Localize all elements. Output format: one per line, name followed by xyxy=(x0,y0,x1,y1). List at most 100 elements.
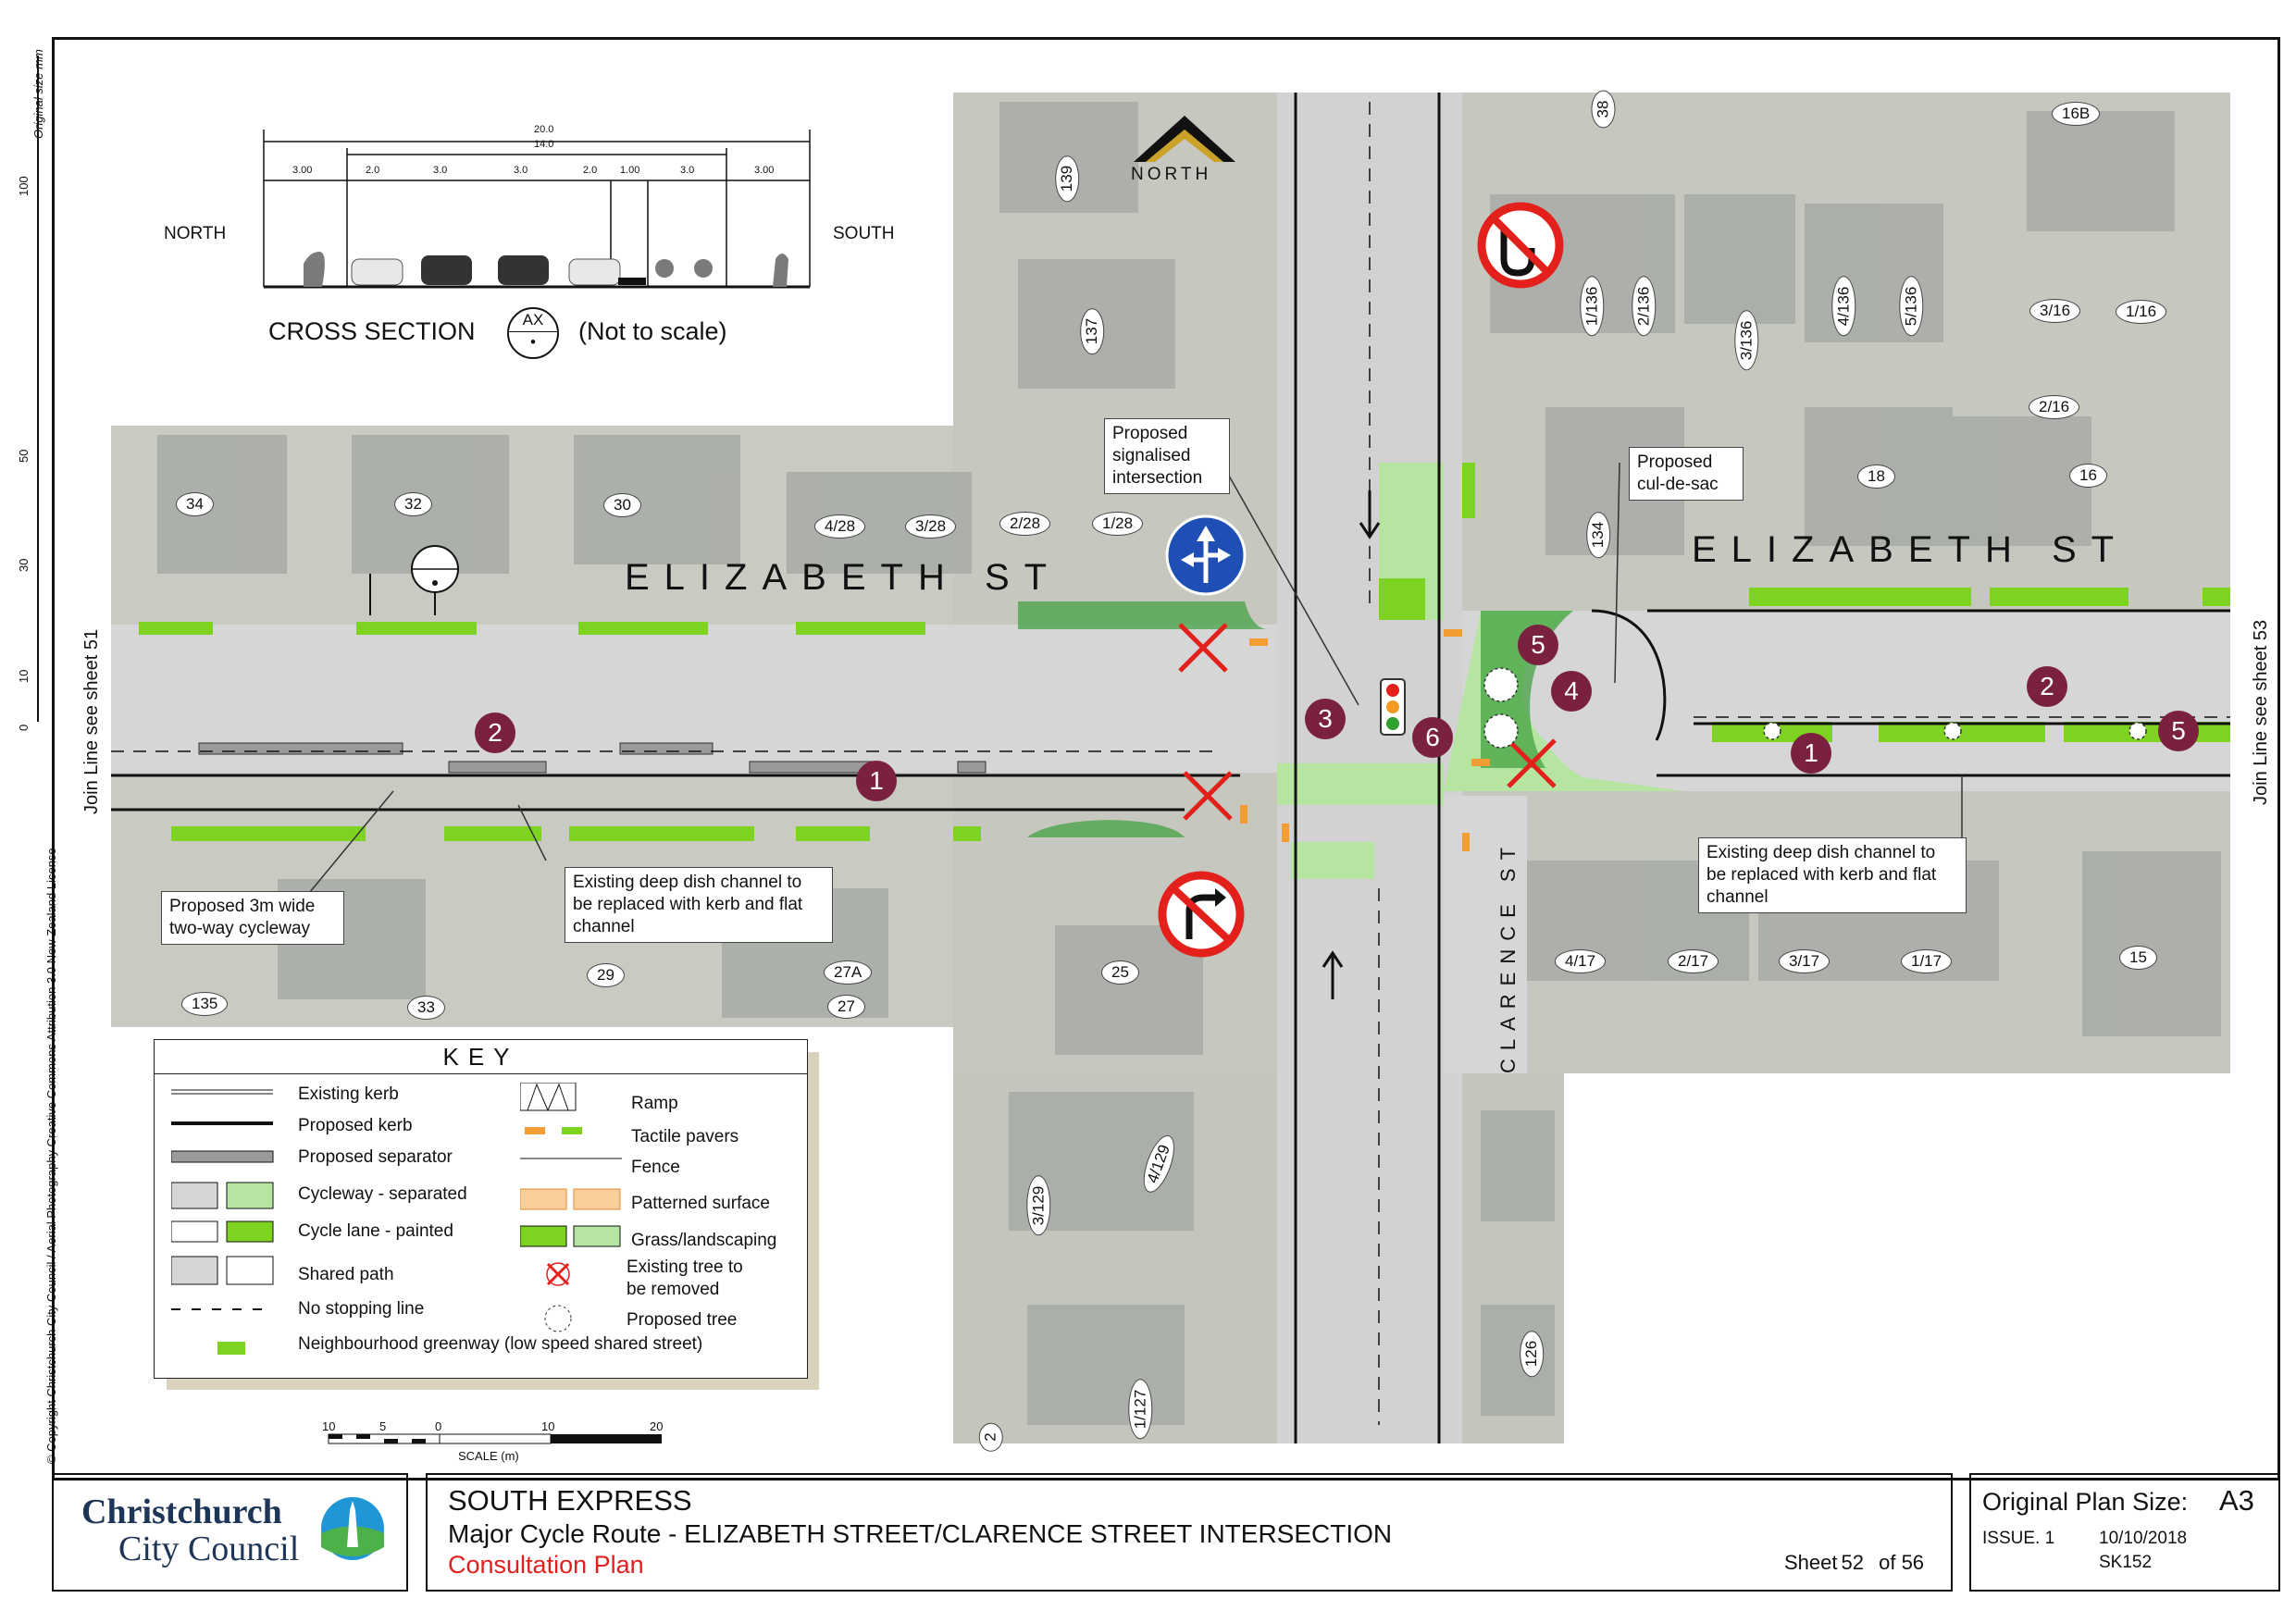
cross-section-panel xyxy=(111,56,953,426)
sheet-of: of 56 xyxy=(1879,1551,1925,1574)
key-swatches-right xyxy=(520,1083,622,1332)
lot-label: 2/28 xyxy=(999,512,1051,536)
sheet-label: Sheet xyxy=(1784,1551,1838,1574)
key-tree-removed-2: be removed xyxy=(627,1280,720,1299)
lot-label: 4/136 xyxy=(1831,276,1856,337)
callout-signalised-intersection: Proposed signalised intersection xyxy=(1104,418,1230,494)
lot-label: 27 xyxy=(827,995,865,1019)
tree-removed-icons xyxy=(1178,623,1557,821)
feature-marker-2-west: 2 xyxy=(475,712,515,753)
sheet-frame xyxy=(52,37,2280,1481)
greenway-crossing xyxy=(1277,763,1444,805)
proposed-separators xyxy=(198,742,987,774)
council-name-line-2: City Council xyxy=(118,1530,300,1568)
cs-seg-4: 3.0 xyxy=(514,165,528,176)
scale-tick-20: 20 xyxy=(650,1419,664,1433)
clarence-st-road xyxy=(1444,796,1527,1073)
feature-marker-6: 6 xyxy=(1412,717,1453,758)
key-tactile: Tactile pavers xyxy=(631,1127,739,1146)
scale-tick-5: 5 xyxy=(379,1419,387,1433)
plan-type: Consultation Plan xyxy=(448,1551,644,1579)
feature-marker-1-west: 1 xyxy=(856,761,897,801)
key-fence: Fence xyxy=(631,1158,680,1177)
lot-label: 126 xyxy=(1520,1330,1545,1378)
greenway-south xyxy=(1291,842,1374,879)
lot-label: 4/17 xyxy=(1555,949,1607,973)
feature-marker-4: 4 xyxy=(1551,671,1592,712)
cross-section-drawing xyxy=(263,130,811,289)
cs-seg-1: 3.00 xyxy=(292,165,313,176)
cs-symbol-dot: • xyxy=(530,333,536,351)
scale-tick-0: 0 xyxy=(435,1419,442,1433)
proposed-tree-icons xyxy=(1483,667,2147,749)
cs-north-label: NORTH xyxy=(164,224,227,243)
feature-marker-5-culdesac: 5 xyxy=(1518,625,1558,665)
street-name-elizabeth-east: ELIZABETH ST xyxy=(1692,529,2129,570)
key-no-stopping: No stopping line xyxy=(298,1299,425,1319)
lot-label: 1/136 xyxy=(1580,276,1605,337)
join-line-right: Join Line see sheet 53 xyxy=(2251,619,2271,805)
lot-label: 139 xyxy=(1055,155,1080,203)
key-proposed-separator: Proposed separator xyxy=(298,1147,453,1167)
lot-label: 1/17 xyxy=(1901,949,1953,973)
plan-size-label: Original Plan Size: xyxy=(1982,1488,2189,1516)
issue-date: 10/10/2018 xyxy=(2099,1529,2188,1548)
north-arrow-icon xyxy=(1134,116,1235,162)
title-block-info-box xyxy=(1969,1473,2280,1592)
cs-seg-7: 3.0 xyxy=(680,165,695,176)
title-block-main-box xyxy=(426,1473,1953,1592)
straight-or-left-sign-icon xyxy=(1165,514,1247,596)
cs-seg-8: 3.00 xyxy=(754,165,775,176)
lot-label: 16B xyxy=(2052,102,2101,126)
cs-note: (Not to scale) xyxy=(578,317,727,345)
cs-title: CROSS SECTION xyxy=(268,317,476,345)
key-cycle-lane-painted: Cycle lane - painted xyxy=(298,1221,453,1241)
lot-label: 2/17 xyxy=(1668,949,1719,973)
lot-label: 1/28 xyxy=(1092,512,1144,536)
traffic-signal-icon xyxy=(1380,678,1406,736)
drawing-number: SK152 xyxy=(2099,1553,2153,1572)
culdesac-turning-head xyxy=(1522,620,1661,759)
key-tree-removed-1: Existing tree to xyxy=(627,1258,743,1277)
lot-label: 34 xyxy=(176,492,214,516)
callout-dish-channel-west: Existing deep dish channel to be replace… xyxy=(565,867,833,943)
callout-cul-de-sac: Proposed cul-de-sac xyxy=(1629,447,1744,501)
council-logo-icon xyxy=(321,1497,384,1560)
join-line-left: Join Line see sheet 51 xyxy=(81,628,102,814)
cs-inner-width: 14.0 xyxy=(534,139,554,150)
key-shared-path: Shared path xyxy=(298,1265,394,1284)
no-right-turn-sign-icon xyxy=(1158,871,1245,958)
lot-label: 134 xyxy=(1586,511,1611,559)
street-name-clarence: CLARENCE ST xyxy=(1496,838,1520,1073)
cs-total-width: 20.0 xyxy=(534,124,554,135)
lot-label: 2 xyxy=(978,1422,1003,1452)
lot-label: 16 xyxy=(2069,464,2107,488)
street-name-elizabeth-west: ELIZABETH ST xyxy=(625,557,1062,598)
lot-label: 29 xyxy=(587,963,625,987)
lot-label: 32 xyxy=(394,492,432,516)
cs-symbol: AX • xyxy=(507,307,559,359)
key-proposed-kerb: Proposed kerb xyxy=(298,1116,413,1135)
lot-label: 2/136 xyxy=(1632,276,1657,337)
lot-label: 25 xyxy=(1101,960,1139,985)
north-label: NORTH xyxy=(1131,165,1212,184)
cs-seg-5: 2.0 xyxy=(583,165,598,176)
lot-label: 1/16 xyxy=(2116,300,2167,324)
callout-two-way-cycleway: Proposed 3m wide two-way cycleway xyxy=(161,891,344,945)
key-cycleway-separated: Cycleway - separated xyxy=(298,1184,467,1204)
title-block-logo-box xyxy=(52,1473,408,1592)
lot-label: 4/28 xyxy=(814,514,866,539)
project-title: SOUTH EXPRESS xyxy=(448,1484,692,1517)
scale-tick-10: 10 xyxy=(541,1419,555,1433)
key-grass: Grass/landscaping xyxy=(631,1231,777,1250)
lot-label: 30 xyxy=(603,493,641,517)
feature-marker-5-east: 5 xyxy=(2158,711,2199,751)
issue: ISSUE. 1 xyxy=(1982,1529,2055,1548)
key-proposed-tree: Proposed tree xyxy=(627,1310,738,1330)
feature-marker-3: 3 xyxy=(1305,699,1346,739)
lot-label: 135 xyxy=(181,992,229,1016)
key-existing-kerb: Existing kerb xyxy=(298,1084,399,1104)
lot-label: 33 xyxy=(407,996,445,1020)
callout-leaders xyxy=(304,462,1963,898)
